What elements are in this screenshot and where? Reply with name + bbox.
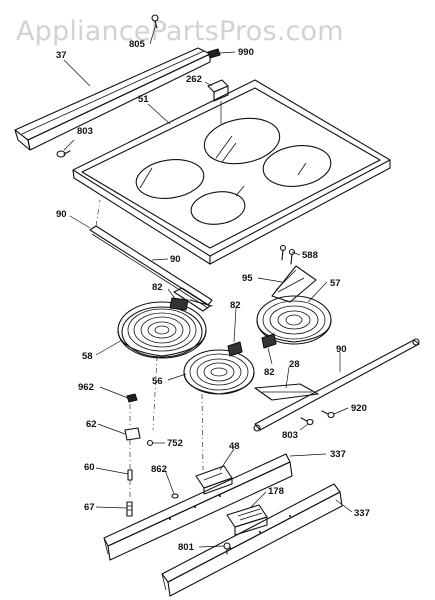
callout-56: 56 — [152, 376, 163, 387]
callout-48: 48 — [229, 441, 240, 452]
part-920-screw — [321, 410, 335, 419]
part-752-screw — [129, 439, 154, 472]
callout-labels: 805 37 990 262 51 803 90 90 588 95 82 82… — [56, 39, 370, 553]
callout-51: 51 — [138, 94, 149, 105]
part-588-clips — [279, 244, 296, 265]
part-48-terminal-block — [195, 465, 233, 495]
callout-60: 60 — [84, 462, 95, 473]
callout-62: 62 — [86, 419, 97, 430]
callout-95: 95 — [242, 273, 253, 284]
callout-803-top: 803 — [77, 126, 93, 137]
part-67-spring — [126, 480, 133, 517]
callout-752: 752 — [167, 438, 183, 449]
callout-588: 588 — [302, 250, 318, 261]
callout-58: 58 — [82, 351, 93, 362]
callout-57: 57 — [330, 278, 341, 289]
part-862-screw — [171, 493, 179, 499]
part-337-channel-upper — [103, 453, 293, 561]
part-178-block — [226, 504, 268, 536]
part-962-clip — [126, 393, 138, 403]
part-58-surface-element — [117, 297, 213, 431]
part-90-front-trim — [89, 199, 213, 309]
part-51-glass-cooktop — [72, 79, 391, 265]
callout-90-trim: 90 — [56, 209, 67, 220]
callout-962: 962 — [78, 382, 94, 393]
callout-37: 37 — [56, 50, 67, 61]
part-57-surface-element — [256, 295, 332, 349]
callout-337-lower: 337 — [354, 508, 370, 519]
part-337-channel-lower — [161, 483, 343, 597]
callout-337-upper: 337 — [330, 449, 346, 460]
part-28-bracket — [254, 383, 319, 401]
part-803-screw-lower — [300, 417, 314, 426]
leader-lines — [63, 23, 353, 548]
part-803-screw-top — [56, 150, 71, 158]
callout-82-center: 82 — [230, 300, 241, 311]
callout-803-lower: 803 — [282, 430, 298, 441]
callout-262: 262 — [186, 74, 202, 85]
callout-801: 801 — [178, 542, 195, 553]
callout-920: 920 — [351, 403, 367, 414]
callout-28: 28 — [289, 359, 300, 370]
part-90-rod — [253, 338, 420, 432]
callout-82-left: 82 — [152, 282, 163, 293]
part-95-bracket — [271, 265, 317, 303]
callout-90-rod: 90 — [336, 344, 347, 355]
part-56-surface-element — [183, 341, 255, 471]
watermark-text: AppliancePartsPros.com — [16, 16, 344, 47]
callout-90-support: 90 — [170, 254, 181, 265]
callout-862: 862 — [151, 464, 167, 475]
callout-82-right: 82 — [264, 367, 275, 378]
callout-67: 67 — [84, 502, 95, 513]
part-60-rod — [127, 469, 133, 481]
callout-990: 990 — [238, 47, 254, 58]
callout-805: 805 — [129, 39, 146, 50]
callout-178: 178 — [268, 486, 284, 497]
part-37-rear-trim — [14, 47, 211, 151]
part-990-clip — [207, 48, 221, 59]
part-62-bracket — [124, 404, 141, 441]
